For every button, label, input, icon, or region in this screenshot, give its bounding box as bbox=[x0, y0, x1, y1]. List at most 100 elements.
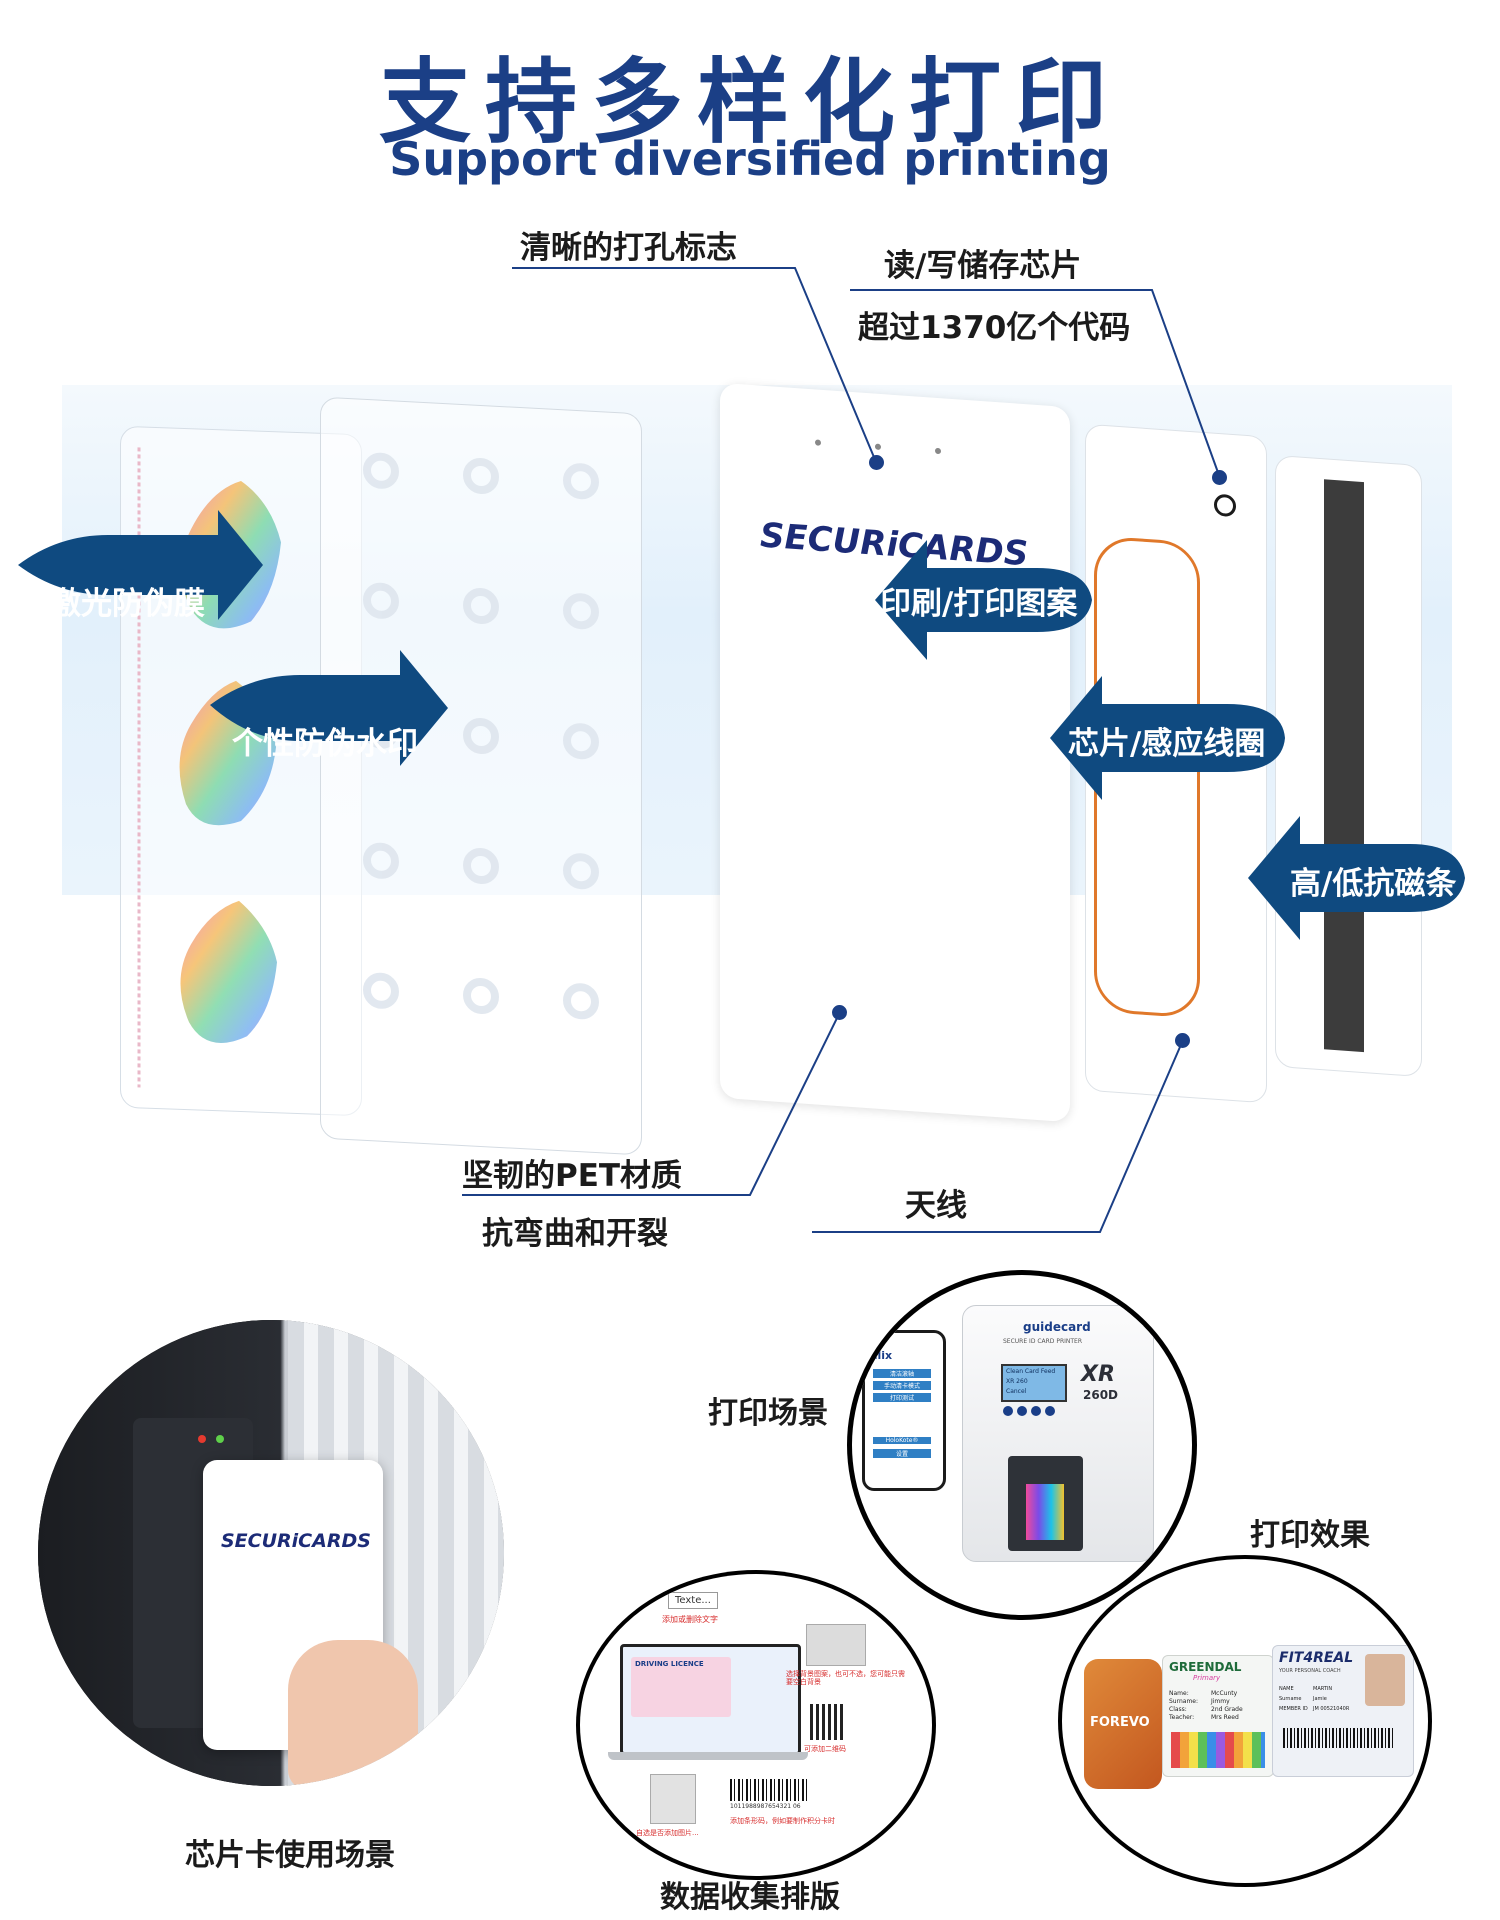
fit4real-barcode bbox=[1283, 1728, 1393, 1748]
card-hopper bbox=[1008, 1456, 1083, 1551]
bg-image-sample bbox=[806, 1624, 866, 1666]
barcode-number: 1011988987654321 06 bbox=[730, 1803, 801, 1810]
licence-card-preview: DRIVING LICENCE bbox=[631, 1657, 731, 1717]
colored-cards bbox=[1026, 1484, 1064, 1540]
phone-btn-5[interactable]: 设置 bbox=[873, 1449, 931, 1458]
greendal-title: GREENDAL bbox=[1169, 1660, 1242, 1674]
print-scene-circle-inner: guidecard SECURE ID CARD PRINTER Clean C… bbox=[852, 1275, 1192, 1615]
arrow-magstripe-left-icon bbox=[1248, 816, 1465, 940]
barcode-sample bbox=[730, 1779, 810, 1801]
page-title: 支持多样化打印 bbox=[378, 49, 1121, 156]
print-scene-circle: guidecard SECURE ID CARD PRINTER Clean C… bbox=[847, 1270, 1197, 1620]
phone-btn-4[interactable]: HoloKote® bbox=[873, 1437, 931, 1444]
colored-pencils bbox=[1171, 1732, 1265, 1768]
callout-pet-line1: 坚韧的PET材质 bbox=[462, 1158, 683, 1194]
callout-lines bbox=[462, 267, 1221, 1233]
note-barcode: 添加条形码，例如要制作积分卡时 bbox=[730, 1817, 835, 1825]
note-photo: 自选是否添加图片... bbox=[636, 1829, 699, 1837]
printer-body: guidecard SECURE ID CARD PRINTER Clean C… bbox=[962, 1305, 1154, 1562]
printer-brand: guidecard bbox=[1023, 1320, 1091, 1334]
printer-model-num: 260D bbox=[1083, 1388, 1119, 1402]
greendal-field-1: Name: bbox=[1169, 1690, 1189, 1697]
arrow-shapes bbox=[18, 510, 1465, 940]
greendal-value-4: Mrs Reed bbox=[1211, 1714, 1239, 1721]
fit4real-field-3: MEMBER ID bbox=[1279, 1706, 1308, 1712]
note-text: 添加或删除文字 bbox=[662, 1615, 718, 1624]
reader-led-red bbox=[198, 1435, 206, 1443]
fit4real-value-2: Jamie bbox=[1313, 1696, 1327, 1702]
laptop-screen: DRIVING LICENCE bbox=[620, 1644, 801, 1755]
greendal-value-3: 2nd Grade bbox=[1211, 1706, 1243, 1713]
fit4real-sub: YOUR PERSONAL COACH bbox=[1279, 1668, 1341, 1674]
greendal-sub: Primary bbox=[1193, 1674, 1221, 1682]
photo-placeholder bbox=[650, 1774, 696, 1824]
held-card-logo: SECURiCARDS bbox=[221, 1530, 371, 1552]
fit4real-title: FIT4REAL bbox=[1279, 1650, 1354, 1666]
label-print-effect: 打印效果 bbox=[1250, 1518, 1370, 1553]
data-layout-circle-inner: DRIVING LICENCE Texte... 添加或删除文字 选择背景图案，… bbox=[580, 1574, 932, 1876]
callout-antenna: 天线 bbox=[905, 1188, 967, 1224]
greendal-card: GREENDAL Primary Name: McCunty Surname: … bbox=[1162, 1655, 1274, 1777]
fit4real-field-2: Surname bbox=[1279, 1696, 1302, 1702]
forevo-text: FOREVO bbox=[1090, 1715, 1150, 1730]
app-name: clix bbox=[871, 1349, 893, 1362]
label-data-layout: 数据收集排版 bbox=[660, 1880, 840, 1915]
fit4real-photo bbox=[1365, 1654, 1405, 1706]
fit4real-value-3: JM 00521040R bbox=[1313, 1706, 1350, 1712]
chip-card-usage-circle: SECURiCARDS bbox=[38, 1320, 504, 1786]
fit4real-card: FIT4REAL YOUR PERSONAL COACH NAME MARTIN… bbox=[1272, 1645, 1414, 1777]
printer-button-1[interactable] bbox=[1003, 1406, 1013, 1416]
print-effect-circle-inner: FOREVO GREENDAL Primary Name: McCunty Su… bbox=[1062, 1559, 1428, 1883]
printer-button-3[interactable] bbox=[1031, 1406, 1041, 1416]
printer-button-4[interactable] bbox=[1045, 1406, 1055, 1416]
print-effect-circle: FOREVO GREENDAL Primary Name: McCunty Su… bbox=[1058, 1555, 1432, 1887]
greendal-value-2: Jimmy bbox=[1211, 1698, 1230, 1705]
printer-buttons bbox=[1003, 1406, 1063, 1418]
printer-button-2[interactable] bbox=[1017, 1406, 1027, 1416]
label-chip-card-usage: 芯片卡使用场景 bbox=[185, 1838, 395, 1873]
callout-punch-hole: 清晰的打孔标志 bbox=[520, 230, 737, 266]
tag-magstripe: 高/低抗磁条 bbox=[1290, 866, 1457, 902]
printer-lcd: Clean Card Feed XR 260 Cancel bbox=[1001, 1364, 1067, 1402]
lcd-line2: XR 260 bbox=[1006, 1378, 1028, 1385]
callout-dot-chip bbox=[1212, 470, 1227, 485]
arrow-print-pattern-left-icon bbox=[875, 540, 1092, 660]
greendal-value-1: McCunty bbox=[1211, 1690, 1238, 1697]
arrow-laser-film-right-icon bbox=[18, 510, 263, 620]
callout-dot-holes bbox=[869, 455, 884, 470]
hand bbox=[288, 1640, 418, 1786]
arrow-watermark-right-icon bbox=[210, 650, 448, 766]
tag-print-pattern: 印刷/打印图案 bbox=[880, 586, 1078, 622]
callout-pet-line2: 抗弯曲和开裂 bbox=[482, 1216, 668, 1252]
fit4real-value-1: MARTIN bbox=[1313, 1686, 1333, 1692]
licence-title: DRIVING LICENCE bbox=[635, 1660, 704, 1668]
smartphone: clix 清洁滚轴 手动清卡模式 打印测试 HoloKote® 设置 bbox=[862, 1330, 946, 1491]
greendal-field-2: Surname: bbox=[1169, 1698, 1199, 1705]
phone-btn-1[interactable]: 清洁滚轴 bbox=[873, 1369, 931, 1378]
note-image: 选择背景图案，也可不选，您可能只需要空白背景 bbox=[786, 1670, 905, 1687]
forevo-card: FOREVO bbox=[1084, 1659, 1162, 1789]
callout-chip-rw: 读/写储存芯片 bbox=[884, 248, 1082, 284]
lcd-line1: Clean Card Feed bbox=[1006, 1368, 1056, 1375]
note-qr: 可添加二维码 bbox=[804, 1745, 846, 1753]
reader-led-green bbox=[216, 1435, 224, 1443]
laptop-base bbox=[608, 1752, 808, 1760]
lcd-line3: Cancel bbox=[1006, 1388, 1027, 1395]
callout-dot-antenna bbox=[1175, 1033, 1190, 1048]
printer-subtitle: SECURE ID CARD PRINTER bbox=[1003, 1338, 1083, 1345]
phone-btn-2[interactable]: 手动清卡模式 bbox=[873, 1381, 931, 1390]
tag-watermark: 个性防伪水印 bbox=[232, 726, 418, 762]
tag-chip-coil: 芯片/感应线圈 bbox=[1068, 726, 1266, 762]
page-subtitle: Support diversified printing bbox=[389, 132, 1111, 186]
fit4real-field-1: NAME bbox=[1279, 1686, 1294, 1692]
callout-chip-codes: 超过1370亿个代码 bbox=[858, 310, 1131, 346]
tag-laser-film: 激光防伪膜 bbox=[50, 586, 205, 622]
phone-btn-3[interactable]: 打印测试 bbox=[873, 1393, 931, 1402]
data-layout-circle: DRIVING LICENCE Texte... 添加或删除文字 选择背景图案，… bbox=[576, 1570, 936, 1880]
printer-model: XR bbox=[1081, 1362, 1115, 1387]
text-box-sample: Texte... bbox=[668, 1592, 718, 1609]
greendal-field-3: Class: bbox=[1169, 1706, 1187, 1713]
label-print-scene: 打印场景 bbox=[708, 1396, 828, 1431]
qr-code-sample bbox=[810, 1704, 846, 1740]
greendal-field-4: Teacher: bbox=[1169, 1714, 1195, 1721]
